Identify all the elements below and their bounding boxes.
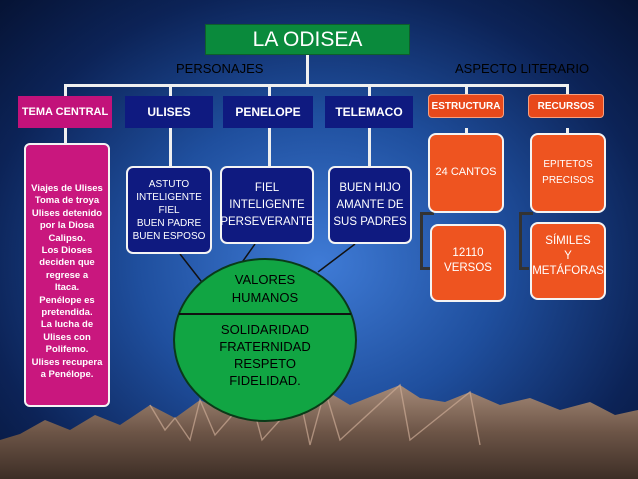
ulises-traits: ASTUTO INTELIGENTE FIEL BUEN PADRE BUEN … xyxy=(132,178,206,242)
connector xyxy=(465,84,468,96)
telemaco-traits: BUEN HIJO AMANTE DE SUS PADRES xyxy=(333,181,407,228)
connector xyxy=(566,128,569,134)
connector xyxy=(519,212,522,270)
recursos-epitetos-box: EPITETOS PRECISOS xyxy=(530,133,606,213)
header-tema-central: TEMA CENTRAL xyxy=(18,96,112,128)
connector xyxy=(268,128,271,168)
telemaco-traits-box: BUEN HIJO AMANTE DE SUS PADRES xyxy=(328,166,412,244)
recursos-similes-box: SÍMILES Y METÁFORAS xyxy=(530,222,606,300)
connector xyxy=(169,84,172,96)
penelope-traits-box: FIEL INTELIGENTE PERSEVERANTE xyxy=(220,166,314,244)
connector xyxy=(368,84,371,96)
header-recursos: RECURSOS xyxy=(528,94,604,118)
connector xyxy=(64,84,569,87)
penelope-traits: FIEL INTELIGENTE PERSEVERANTE xyxy=(220,181,314,228)
connector xyxy=(519,267,529,270)
valores-title: VALORES HUMANOS xyxy=(231,272,299,305)
header-estructura: ESTRUCTURA xyxy=(428,94,504,118)
ulises-traits-box: ASTUTO INTELIGENTE FIEL BUEN PADRE BUEN … xyxy=(126,166,212,254)
connector xyxy=(420,212,434,215)
mountain-range xyxy=(0,385,638,479)
label-personajes: PERSONAJES xyxy=(176,61,264,76)
valores-divider xyxy=(179,313,351,315)
connector xyxy=(420,267,430,270)
estructura-versos-box: 12110 VERSOS xyxy=(430,224,506,302)
tema-central-text: Viajes de Ulises Toma de troya Ulises de… xyxy=(31,183,103,381)
connector xyxy=(64,128,67,144)
header-telemaco: TELEMACO xyxy=(325,96,413,128)
connector xyxy=(368,128,371,168)
connector xyxy=(420,212,423,270)
label-aspecto-literario: ASPECTO LITERARIO xyxy=(455,61,590,76)
connector xyxy=(169,128,172,168)
header-penelope: PENELOPE xyxy=(223,96,313,128)
main-title: LA ODISEA xyxy=(205,24,410,55)
connector xyxy=(519,212,533,215)
connector xyxy=(64,84,67,96)
connector xyxy=(566,84,569,96)
valores-items: SOLIDARIDAD FRATERNIDAD RESPETO FIDELIDA… xyxy=(219,322,311,388)
tema-central-box: Viajes de Ulises Toma de troya Ulises de… xyxy=(24,143,110,407)
connector xyxy=(306,54,309,86)
connector xyxy=(268,84,271,96)
valores-humanos-ellipse: VALORES HUMANOS SOLIDARIDAD FRATERNIDAD … xyxy=(173,258,357,422)
estructura-cantos-box: 24 CANTOS xyxy=(428,133,504,213)
connector xyxy=(465,128,468,134)
header-ulises: ULISES xyxy=(125,96,213,128)
